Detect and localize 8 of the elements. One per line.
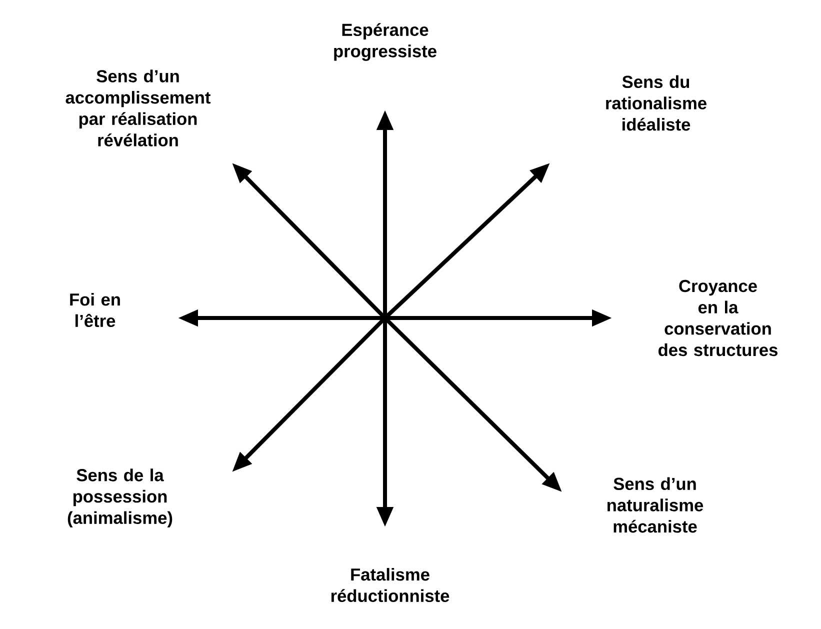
direction-label: Foi en l’être (70, 292, 120, 328)
direction-label: Fatalisme réductionniste (331, 568, 450, 602)
direction-label: Sens d’un accomplissement par réalisation révélation (66, 70, 211, 146)
direction-label: Sens de la possession (animalisme) (68, 468, 172, 528)
direction-label: Espérance progressiste (334, 23, 436, 61)
direction-label: Sens d’un naturalisme mécaniste (608, 477, 704, 533)
direction-label: Sens du rationalisme idéaliste (606, 75, 706, 131)
direction-label: Croyance en la conservation des structures (658, 280, 778, 356)
